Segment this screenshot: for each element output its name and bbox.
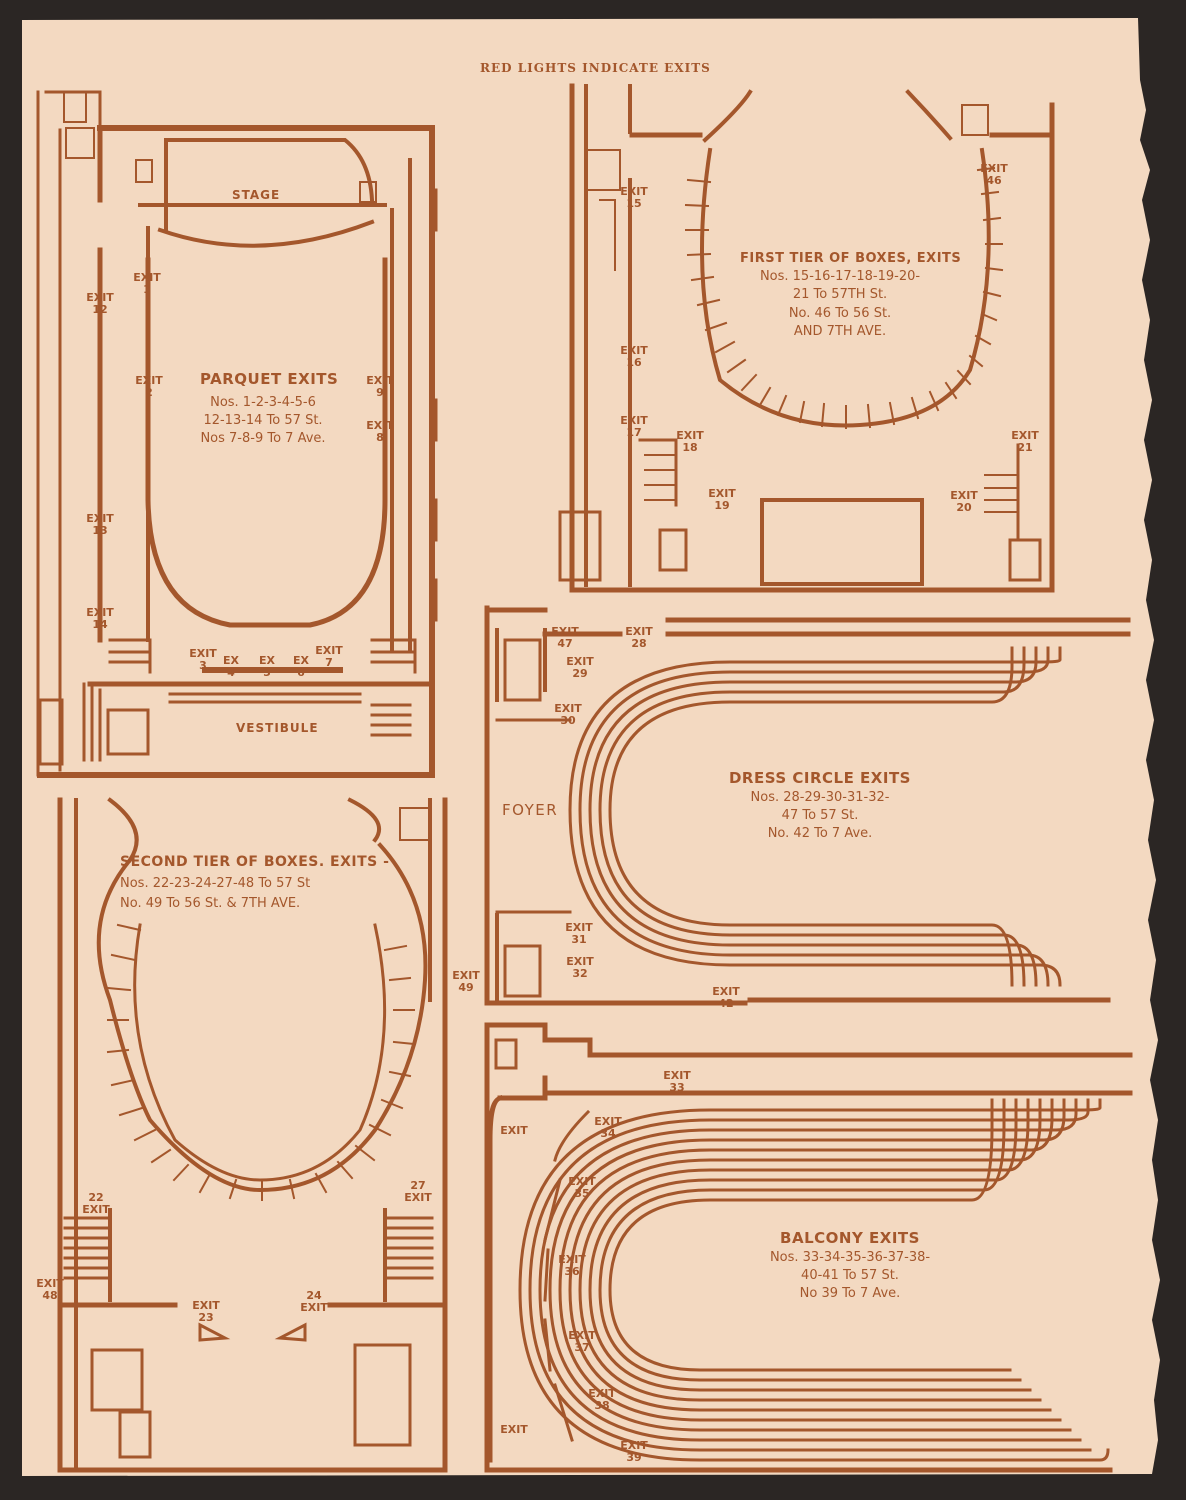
dress-circle-line: No. 42 To 7 Ave.: [767, 826, 873, 842]
balcony-line: No 39 To 7 Ave.: [799, 1286, 901, 1302]
parquet-line: 12-13-14 To 57 St.: [203, 413, 323, 429]
first-tier-line: No. 46 To 56 St.: [788, 305, 892, 321]
parquet-text: Nos. 1-2-3-4-5-6 12-13-14 To 57 St. Nos …: [168, 394, 358, 449]
balcony-plan: [484, 1022, 1133, 1473]
parquet-line: Nos. 1-2-3-4-5-6: [210, 395, 316, 410]
first-tier-heading: FIRST TIER OF BOXES, EXITS: [740, 251, 962, 266]
exit-label: EXIT: [500, 1423, 528, 1436]
balcony-text: BALCONY EXITS Nos. 33-34-35-36-37-38- 40…: [730, 1228, 970, 1304]
first-tier-plan: [558, 83, 1055, 593]
first-tier-text: FIRST TIER OF BOXES, EXITS Nos. 15-16-17…: [740, 250, 962, 341]
second-tier-plan: [57, 797, 448, 1473]
second-tier-text: SECOND TIER OF BOXES. EXITS - Nos. 22-23…: [120, 852, 390, 914]
first-tier-line: 21 To 57TH St.: [792, 287, 888, 303]
balcony-line: Nos. 33-34-35-36-37-38-: [769, 1250, 931, 1265]
parquet-plan: [36, 90, 438, 778]
balcony-line: 40-41 To 57 St.: [801, 1268, 899, 1284]
dress-circle-text: DRESS CIRCLE EXITS Nos. 28-29-30-31-32- …: [720, 768, 920, 844]
foyer-label: FOYER: [502, 801, 559, 819]
stage-label: STAGE: [232, 188, 281, 202]
dress-circle-plan: [484, 605, 1131, 1006]
second-tier-line: Nos. 22-23-24-27-48 To 57 St: [120, 875, 311, 891]
parquet-line: Nos 7-8-9 To 7 Ave.: [200, 431, 326, 447]
balcony-heading: BALCONY EXITS: [780, 1229, 920, 1247]
page-title: RED LIGHTS INDICATE EXITS: [480, 61, 711, 75]
second-tier-heading: SECOND TIER OF BOXES. EXITS -: [120, 854, 390, 870]
dress-circle-line: 47 To 57 St.: [781, 808, 859, 824]
second-tier-line: No. 49 To 56 St. & 7TH AVE.: [120, 895, 301, 911]
dress-circle-line: Nos. 28-29-30-31-32-: [750, 790, 890, 805]
vestibule-label: VESTIBULE: [236, 721, 319, 735]
parquet-heading: PARQUET EXITS: [200, 370, 339, 388]
exit-label: EXIT: [500, 1124, 528, 1137]
first-tier-line: AND 7TH AVE.: [793, 323, 887, 339]
dress-circle-heading: DRESS CIRCLE EXITS: [728, 769, 911, 787]
first-tier-line: Nos. 15-16-17-18-19-20-: [759, 269, 921, 285]
